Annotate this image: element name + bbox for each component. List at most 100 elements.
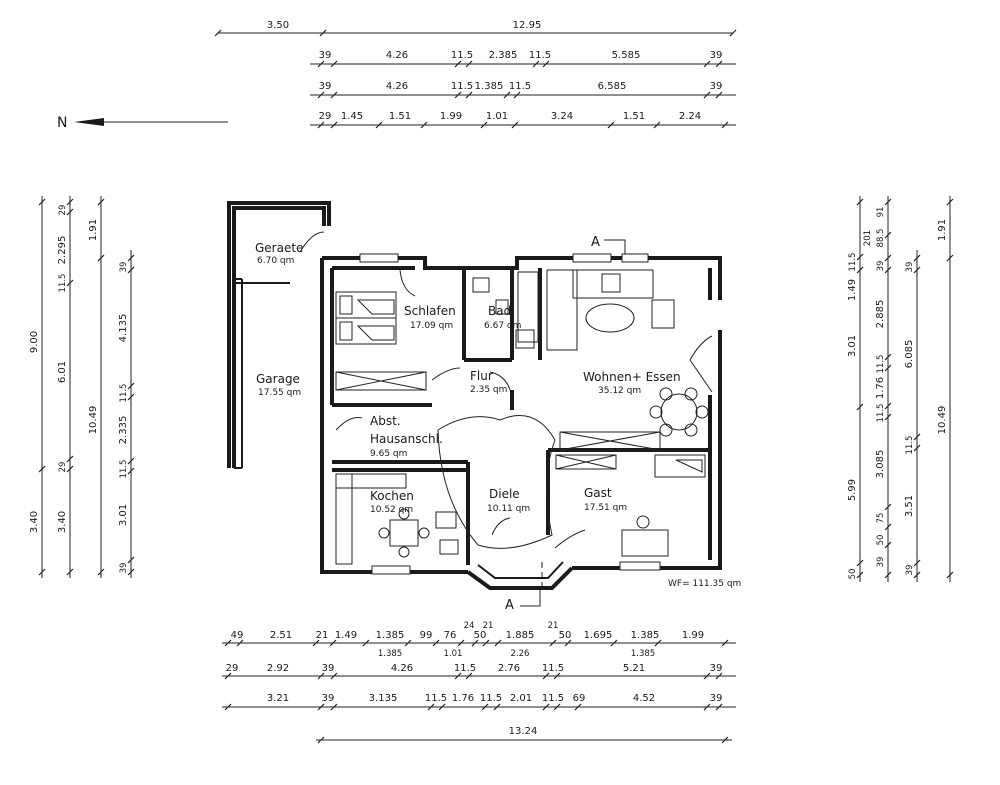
dim-right-2-e: 2.885: [875, 300, 886, 329]
room-hausanschl-area: 9.65 qm: [370, 449, 407, 459]
dim-top-2-e: 11.5: [529, 50, 551, 61]
dim-bot-1-d: 1.49: [335, 630, 357, 641]
dim-top-4-f: 3.24: [551, 111, 573, 122]
dim-bot-1-l: 21: [548, 621, 559, 631]
dim-right-1-e: 50: [848, 569, 858, 580]
dim-bot-2-i: 39: [710, 663, 723, 674]
dim-right-2-f: 11.5: [876, 355, 886, 374]
dim-right-3-d: 3.51: [904, 495, 915, 517]
dim-left-2-e: 29: [58, 462, 68, 473]
room-gast-name: Gast: [584, 486, 612, 500]
furniture: [335, 269, 709, 565]
dim-top-4-c: 1.51: [389, 111, 411, 122]
dim-left-3-b: 10.49: [88, 406, 99, 435]
dim-bot-3-f: 11.5: [480, 693, 502, 704]
room-kochen-name: Kochen: [370, 489, 414, 503]
room-flur-area: 2.35 qm: [470, 385, 507, 395]
dim-top-4-b: 1.45: [341, 111, 363, 122]
dim-right-2-j: 75: [876, 513, 886, 524]
dim-left-4-g: 39: [119, 563, 129, 574]
dim-bot-1-a: 49: [231, 630, 244, 641]
dim-bot-1-m: 50: [559, 630, 572, 641]
room-hausanschl-name: Hausanschl.: [370, 432, 443, 446]
dim-right-1-c: 3.01: [847, 335, 858, 357]
dim-left-4-c: 11.5: [119, 384, 129, 403]
dim-top-3-b: 4.26: [386, 81, 408, 92]
dim-left-4-a: 39: [119, 262, 129, 273]
dim-bot-2-g: 11.5: [542, 663, 564, 674]
dim-bot-1-f: 99: [420, 630, 433, 641]
dim-bot-2-b: 2.92: [267, 663, 289, 674]
dim-bot-3-b: 39: [322, 693, 335, 704]
room-labels: Geraete 6.70 qm Garage 17.55 qm Schlafen…: [255, 235, 741, 613]
dim-top-2-b: 4.26: [386, 50, 408, 61]
dim-left-1-b: 3.40: [29, 511, 40, 533]
dimensions-left: 9.00 3.40 29 2.295 11.5 6.01 29 3.40 1.9…: [29, 196, 135, 578]
dim-bot-3-d: 11.5: [425, 693, 447, 704]
dimensions-bottom: 49 2.51 21 1.49 1.385 99 76 24 21 50 1.8…: [222, 621, 736, 744]
dim-right-2-i: 3.085: [875, 450, 886, 479]
dim-right-2-a: 91: [876, 207, 886, 218]
dim-bot-3-c: 3.135: [369, 693, 398, 704]
room-schlafen-name: Schlafen: [404, 304, 456, 318]
dim-top-2-g: 39: [710, 50, 723, 61]
dim-top-1-a: 3.50: [267, 20, 289, 31]
dimensions-top: 3.50 12.95 39 4.26 11.5 2.385 11.5 5.585…: [214, 20, 737, 129]
north-arrow-icon: N: [57, 115, 228, 131]
dim-right-3-b: 6.085: [904, 340, 915, 369]
dim-right-1-a: 11.5: [848, 253, 858, 272]
dim-top-4-e: 1.01: [486, 111, 508, 122]
room-gast-area: 17.51 qm: [584, 503, 627, 513]
dim-bot-3-h: 11.5: [542, 693, 564, 704]
dim-bot-1-p: 1.99: [682, 630, 704, 641]
dim-top-2-a: 39: [319, 50, 332, 61]
dim-right-2-h: 11.5: [876, 404, 886, 423]
room-garage-name: Garage: [256, 372, 300, 386]
dim-bot-2-f: 2.76: [498, 663, 520, 674]
section-marker-bottom: A: [505, 598, 514, 613]
dim-bot-2-a: 29: [226, 663, 239, 674]
dim-right-3-e: 39: [905, 565, 915, 576]
dim-right-4-a: 1.91: [937, 219, 948, 241]
dim-left-2-d: 6.01: [57, 361, 68, 383]
dim-bot-2-h: 5.21: [623, 663, 645, 674]
dim-top-2-f: 5.585: [612, 50, 641, 61]
dim-bot-3-g: 2.01: [510, 693, 532, 704]
dim-bot-3-e: 1.76: [452, 693, 474, 704]
dim-bot-3-i: 69: [573, 693, 586, 704]
dim-bot-2-e: 11.5: [454, 663, 476, 674]
building-walls: [227, 201, 722, 607]
room-abst-name: Abst.: [370, 414, 401, 428]
dim-right-2-g: 1.76: [875, 377, 886, 399]
dim-top-2-c: 11.5: [451, 50, 473, 61]
dim-left-2-a: 29: [58, 205, 68, 216]
dim-top-3-d: 1.385: [475, 81, 504, 92]
dim-top-2-d: 2.385: [489, 50, 518, 61]
dim-bot-1-sub-d: 1.385: [631, 649, 655, 659]
dimensions-right: 11.5 1.49 3.01 5.99 50 91 88.5 201 39 2.…: [847, 196, 954, 582]
room-schlafen-area: 17.09 qm: [410, 321, 453, 331]
dim-left-4-e: 11.5: [119, 460, 129, 479]
dim-top-4-d: 1.99: [440, 111, 462, 122]
room-geraete-area: 6.70 qm: [257, 256, 294, 266]
dim-right-3-c: 11.5: [905, 436, 915, 455]
dim-right-2-c: 201: [863, 230, 873, 246]
dim-right-4-b: 10.49: [937, 406, 948, 435]
dim-bot-1-h: 24: [464, 621, 475, 631]
room-geraete-name: Geraete: [255, 241, 303, 255]
dim-left-2-b: 2.295: [57, 236, 68, 265]
dim-bot-1-o: 1.385: [631, 630, 660, 641]
dim-top-3-g: 39: [710, 81, 723, 92]
dim-bot-2-c: 39: [322, 663, 335, 674]
room-flur-name: Flur: [470, 369, 493, 383]
dim-left-2-f: 3.40: [57, 511, 68, 533]
dim-bot-1-c: 21: [316, 630, 329, 641]
north-label: N: [57, 115, 67, 131]
total-area-label: WF= 111.35 qm: [668, 579, 741, 589]
dim-left-4-f: 3.01: [118, 504, 129, 526]
dim-right-2-l: 39: [876, 557, 886, 568]
dim-bot-4-a: 13.24: [509, 726, 538, 737]
dim-bot-1-g: 76: [444, 630, 457, 641]
dim-bot-1-sub-a: 1.385: [378, 649, 402, 659]
